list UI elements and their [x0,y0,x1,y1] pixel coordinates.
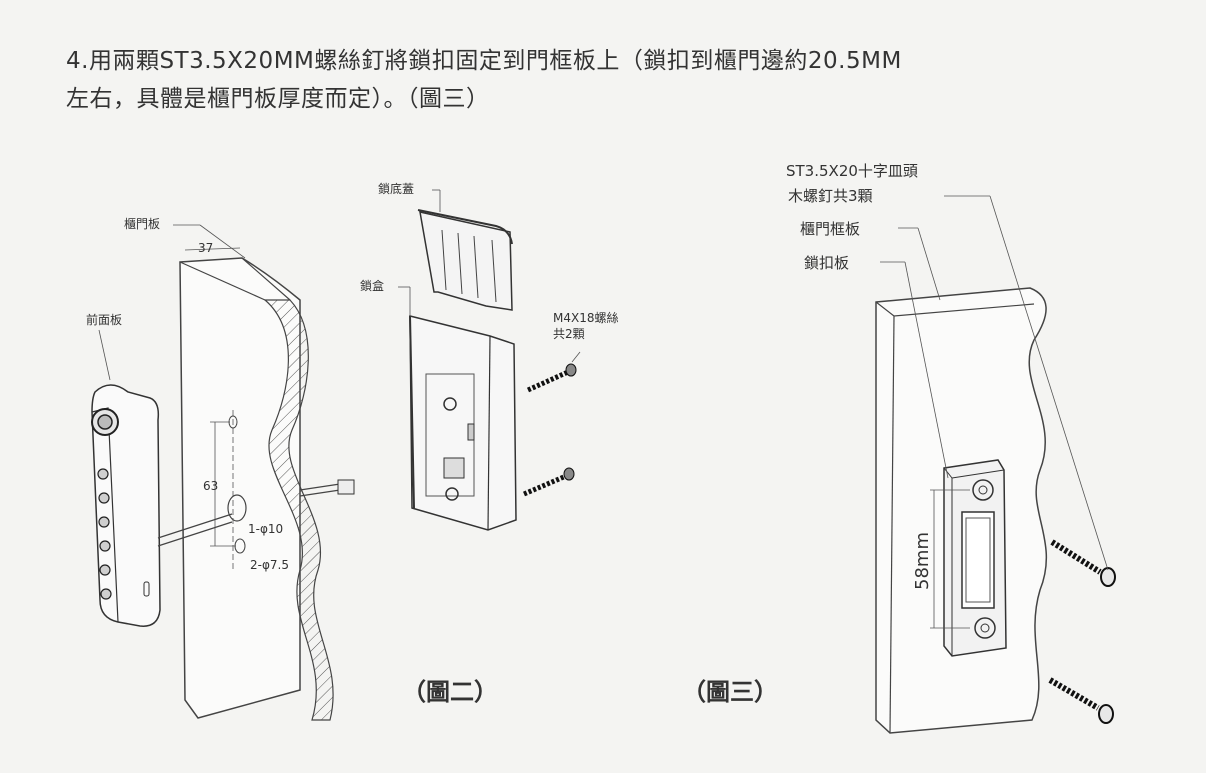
lock-cover-label: 鎖底蓋 [378,181,414,196]
hole-1-dim: 1-φ10 [248,522,283,536]
screws-label-2: 共2顆 [553,327,585,341]
instruction-line-2: 左右，具體是櫃門板厚度而定）。（圖三） [66,86,490,112]
screw-count-label: 木螺釘共3顆 [788,187,873,205]
figure-2-caption: （圖二） [402,678,498,706]
cable-connector [299,479,355,497]
figure-2-leaders [98,189,581,381]
door-thickness-dim: 37 [198,241,213,255]
cabinet-door-label: 櫃門板 [124,217,160,231]
strike-plate [930,459,1007,657]
wood-screws [1048,539,1116,724]
front-panel-label: 前面板 [86,312,122,327]
lock-box-part [409,315,517,531]
figure-3-leaders [880,195,1109,571]
figure-3-caption: （圖三） [682,678,778,706]
screw-spec-label: ST3.5X20十字皿頭 [786,162,918,180]
screws-label-1: M4X18螺絲 [553,310,618,325]
hole-2-dim: 2-φ7.5 [250,558,289,572]
strike-plate-label: 鎖扣板 [804,254,849,272]
lock-box-label: 鎖盒 [360,278,384,293]
lock-cover-part [417,209,513,311]
door-frame-label: 櫃門框板 [800,220,860,238]
m4-screws [523,363,577,497]
instruction-text: 4.用兩顆ST3.5X20MM螺絲釘將鎖扣固定到門框板上（鎖扣到櫃門邊約20.5… [66,42,1126,118]
front-panel-device [91,384,233,627]
figure-3: ST3.5X20十字皿頭 木螺釘共3顆 櫃門框板 鎖扣板 58mm （圖三） [682,162,1116,734]
instruction-line-1: 4.用兩顆ST3.5X20MM螺絲釘將鎖扣固定到門框板上（鎖扣到櫃門邊約20.5… [66,48,902,74]
hole-spacing-dim: 63 [203,479,218,493]
cabinet-door-board [179,257,334,721]
figure-2: 鎖底蓋 鎖盒 櫃門板 前面板 M4X18螺絲 共2顆 37 63 1-φ10 2… [86,181,618,721]
screw-spacing-dim: 58mm [912,532,933,590]
